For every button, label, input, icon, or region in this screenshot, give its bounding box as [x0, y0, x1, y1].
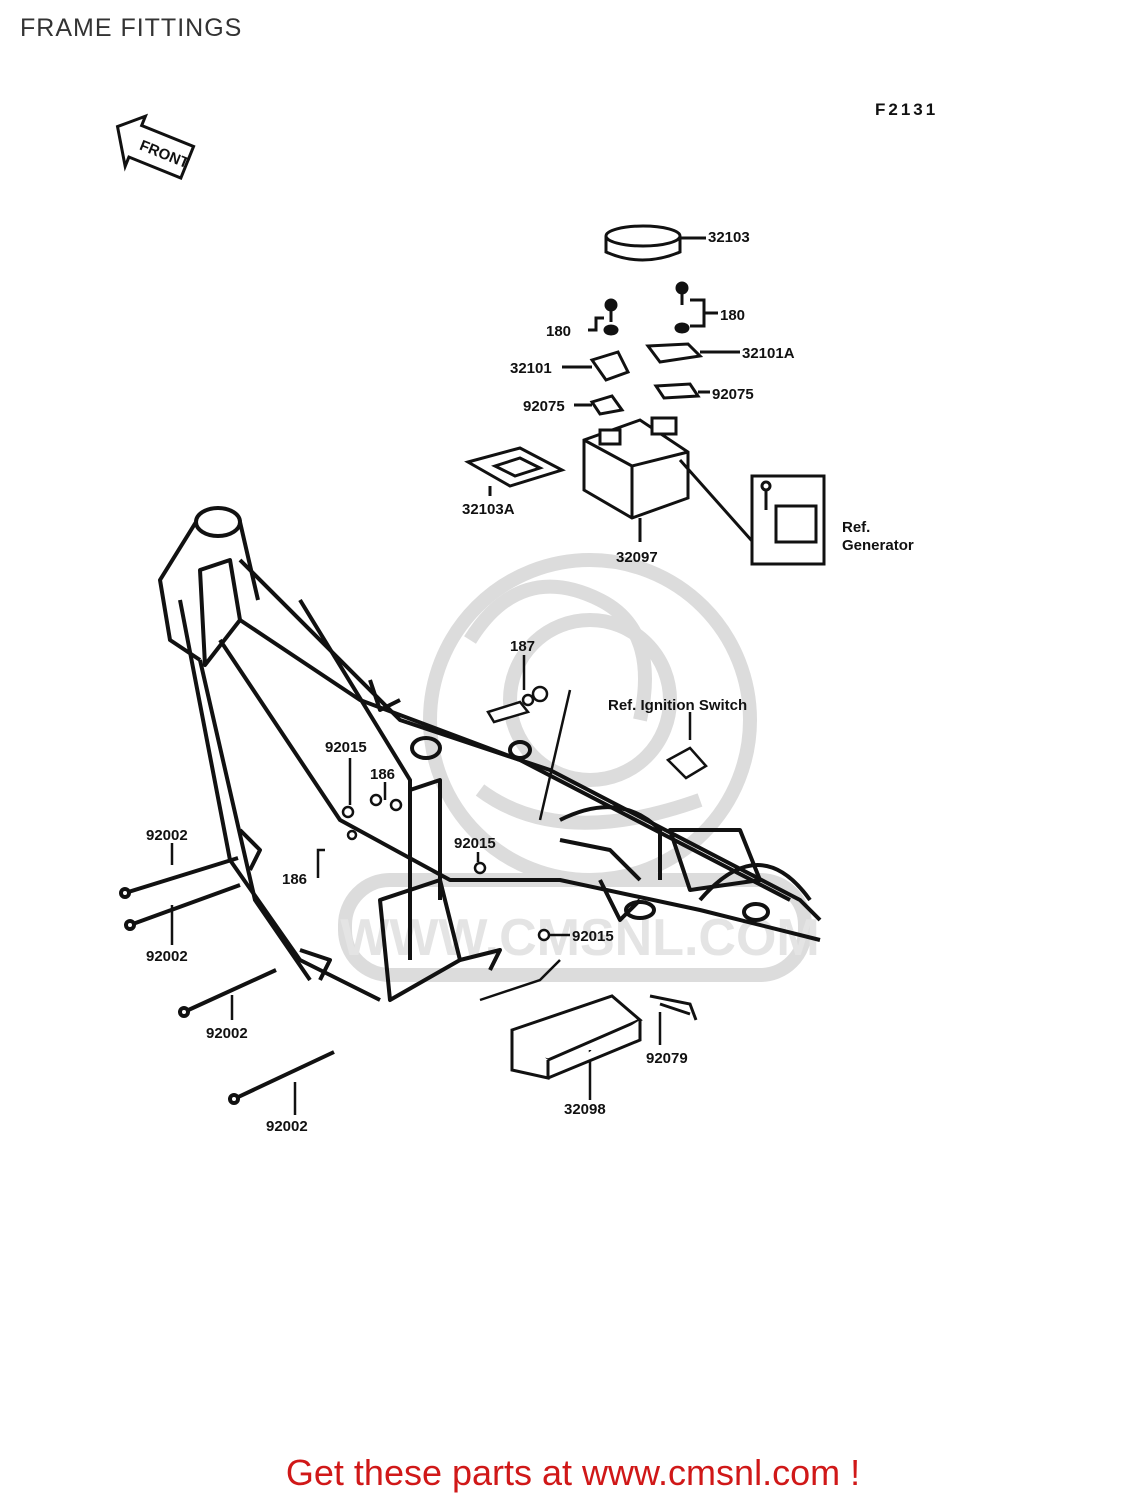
front-arrow-icon: FRONT: [115, 113, 196, 180]
label-92002-b: 92002: [146, 948, 188, 965]
ref-generator-box: [750, 474, 826, 566]
label-92015-a: 92015: [325, 739, 367, 756]
part-32098-box: [510, 994, 643, 1080]
part-32103A-pad: [464, 446, 566, 496]
part-32097-box: [582, 416, 762, 551]
small-hardware: [341, 685, 708, 942]
watermark-logo: [338, 553, 812, 982]
part-92079-clip: [649, 994, 698, 1021]
label-92075-right: 92075: [712, 386, 754, 403]
label-180-left: 180: [546, 323, 571, 340]
label-186-b: 186: [282, 871, 307, 888]
label-ref-generator-1: Ref.: [842, 519, 870, 536]
figure-code: F2131: [875, 100, 939, 119]
label-186-a: 186: [370, 766, 395, 783]
label-ref-generator-2: Generator: [842, 537, 914, 554]
label-92002-a: 92002: [146, 827, 188, 844]
label-32101A: 32101A: [742, 345, 795, 362]
promo-link[interactable]: Get these parts at www.cmsnl.com !: [285, 1452, 861, 1493]
part-32103-ring: [604, 224, 706, 262]
label-92015-b: 92015: [454, 835, 496, 852]
label-92002-c: 92002: [206, 1025, 248, 1042]
part-brackets: [562, 342, 740, 416]
page-title: FRAME FITTINGS: [20, 14, 243, 42]
label-32097: 32097: [616, 549, 658, 566]
label-32103: 32103: [708, 229, 750, 246]
motorcycle-frame: [158, 506, 822, 1002]
part-180-bolts: [588, 281, 718, 336]
label-180-right: 180: [720, 307, 745, 324]
label-32101: 32101: [510, 360, 552, 377]
label-92079: 92079: [646, 1050, 688, 1067]
label-92002-d: 92002: [266, 1118, 308, 1135]
label-ref-ignition-switch: Ref. Ignition Switch: [608, 697, 747, 714]
leader-lines: [170, 655, 692, 1115]
label-187: 187: [510, 638, 535, 655]
label-32098: 32098: [564, 1101, 606, 1118]
bolts-92002: [119, 856, 335, 1105]
label-32103A: 32103A: [462, 501, 515, 518]
label-92015-c: 92015: [572, 928, 614, 945]
label-92075-left: 92075: [523, 398, 565, 415]
